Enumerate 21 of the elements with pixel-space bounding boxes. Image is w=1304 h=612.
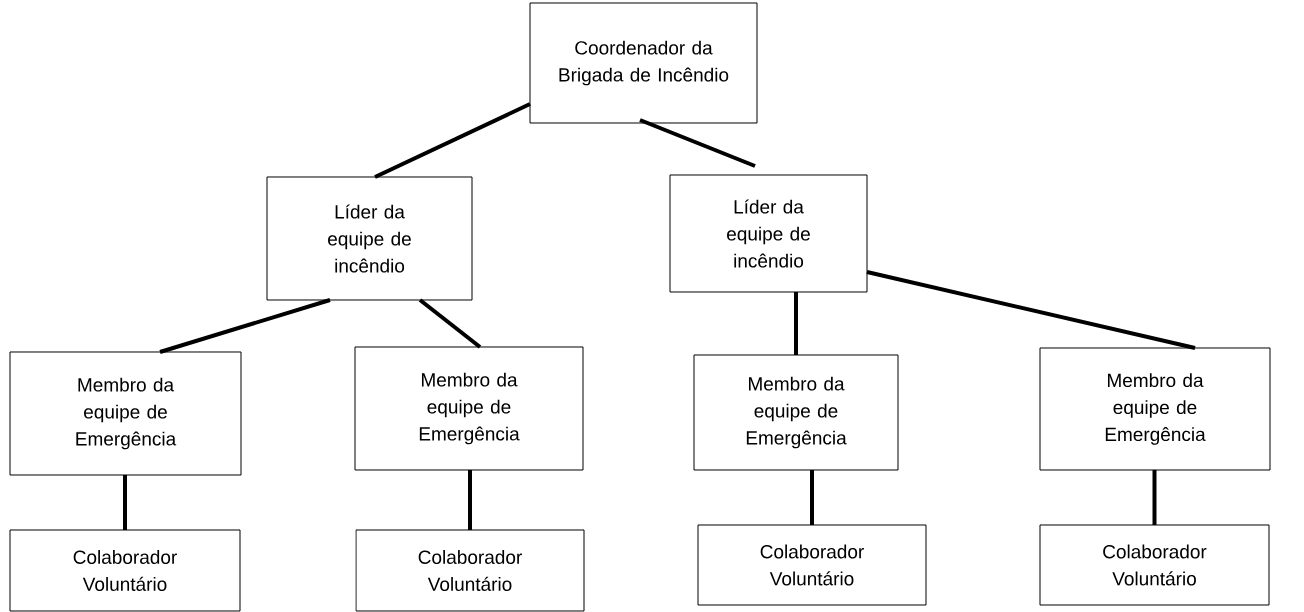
- connector-line: [374, 102, 531, 179]
- connector-line: [123, 475, 127, 530]
- org-box: Membro da equipe de Emergência: [693, 354, 899, 471]
- org-box: Coordenador da Brigada de Incêndio: [529, 2, 758, 124]
- org-box: Membro da equipe de Emergência: [1039, 347, 1271, 471]
- org-box: Líder da equipe de incêndio: [266, 176, 473, 301]
- org-box: Membro da equipe de Emergência: [354, 346, 584, 471]
- connector-line: [1152, 470, 1157, 525]
- org-box: Líder da equipe de incêndio: [669, 174, 868, 293]
- org-box: Colaborador Voluntário: [355, 529, 585, 612]
- connector-line: [866, 270, 1196, 350]
- connector-line: [794, 292, 798, 355]
- connector-line: [468, 470, 472, 530]
- connector-line: [159, 298, 331, 354]
- org-box: Membro da equipe de Emergência: [9, 351, 242, 476]
- connector-line: [639, 118, 756, 168]
- org-box: Colaborador Voluntário: [697, 524, 927, 606]
- connector-line: [810, 470, 814, 525]
- connector-line: [418, 298, 482, 349]
- org-box: Colaborador Voluntário: [1039, 524, 1270, 606]
- org-box: Colaborador Voluntário: [9, 529, 241, 612]
